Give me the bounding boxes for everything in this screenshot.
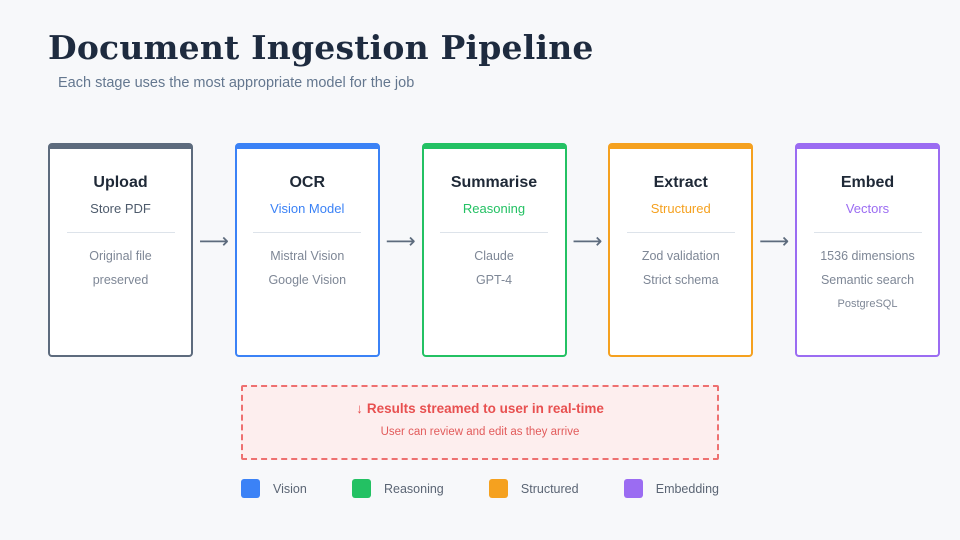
legend-label: Vision <box>273 481 307 496</box>
stage-subtitle: Vision Model <box>270 201 345 216</box>
stage-detail: Original file <box>89 249 152 263</box>
stage-title: Embed <box>840 174 895 191</box>
stage-divider <box>813 232 922 233</box>
callout-box: ↓Results streamed to user in real-time U… <box>241 385 719 460</box>
header: Document Ingestion Pipeline Each stage u… <box>48 28 594 91</box>
legend-item-vision: Vision <box>241 479 307 498</box>
legend-item-embedding: Embedding <box>623 479 719 498</box>
stage-divider <box>66 232 175 233</box>
stage-detail: Claude <box>474 249 514 263</box>
legend-label: Embedding <box>655 481 719 496</box>
callout-title-text: Results streamed to user in real-time <box>366 401 604 416</box>
stage-detail: preserved <box>92 273 149 287</box>
legend-item-reasoning: Reasoning <box>351 479 444 498</box>
callout-title: ↓Results streamed to user in real-time <box>243 401 717 416</box>
flow-arrow-icon: ⟶ <box>385 229 416 253</box>
page-subtitle: Each stage uses the most appropriate mod… <box>58 75 415 91</box>
stage-divider <box>440 232 548 233</box>
stage-detail: Mistral Vision <box>270 249 345 263</box>
legend-swatch-icon <box>488 479 508 498</box>
page-title: Document Ingestion Pipeline <box>48 28 594 67</box>
stage-details: Original file preserved <box>50 244 191 292</box>
legend-label: Reasoning <box>383 481 444 496</box>
flow-arrow-icon: ⟶ <box>572 229 603 253</box>
stage-title: Upload <box>93 174 148 191</box>
legend-swatch-icon <box>241 479 260 498</box>
legend-swatch-icon <box>623 479 643 498</box>
stage-detail: Google Vision <box>268 273 347 287</box>
stage-subtitle: Reasoning <box>462 201 526 216</box>
stage-title: OCR <box>289 174 326 191</box>
stage-subtitle: Store PDF <box>90 201 151 216</box>
stage-subtitle: Vectors <box>845 201 890 216</box>
stage-detail: Strict schema <box>642 273 719 287</box>
stage-detail: Semantic search <box>820 273 915 287</box>
stage-detail: GPT-4 <box>475 273 513 287</box>
stage-detail: 1536 dimensions <box>820 249 915 263</box>
legend-swatch-icon <box>351 479 371 498</box>
flow-arrow-icon: ⟶ <box>759 229 790 253</box>
stage-subtitle: Structured <box>650 201 711 216</box>
stage-divider <box>253 232 362 233</box>
stage-title: Extract <box>653 174 708 191</box>
down-arrow-icon: ↓ <box>356 401 363 416</box>
flow-arrow-icon: ⟶ <box>198 229 229 253</box>
stage-detail: PostgreSQL <box>837 298 898 310</box>
stage-detail: Zod validation <box>641 249 720 263</box>
stage-title: Summarise <box>450 174 538 191</box>
legend-item-structured: Structured <box>488 479 579 498</box>
legend: Vision Reasoning Structured Embedding <box>241 479 719 498</box>
legend-label: Structured <box>520 481 579 496</box>
callout-subtitle: User can review and edit as they arrive <box>380 426 580 438</box>
stage-divider <box>626 232 735 233</box>
